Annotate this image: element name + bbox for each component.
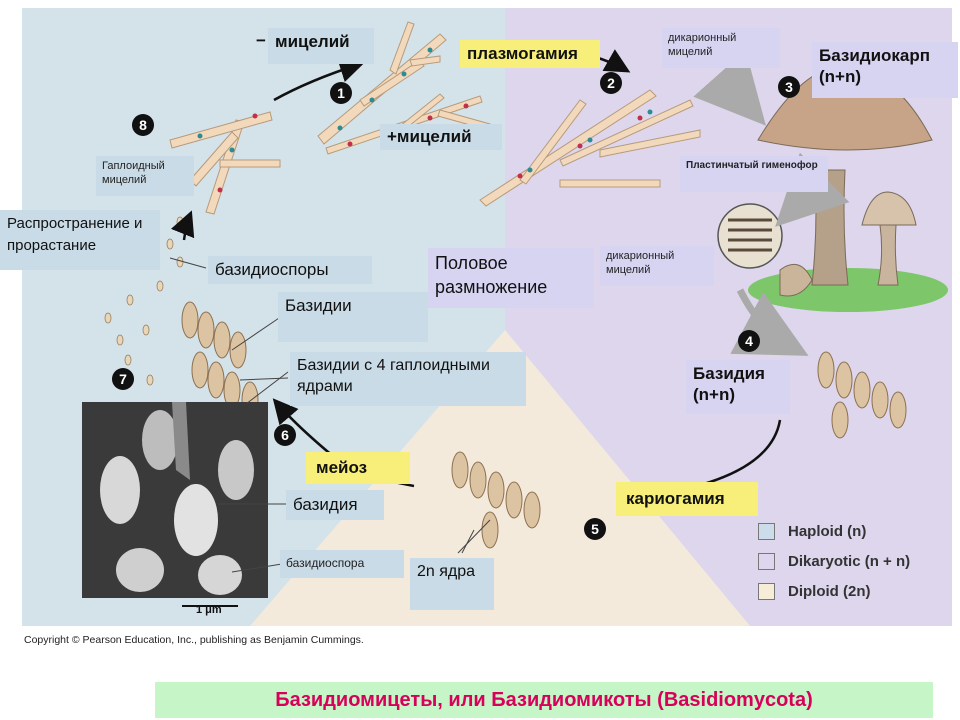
basidia-clusters [181,301,907,549]
minus-sign: − [256,31,266,50]
step-6: 6 [274,424,296,446]
nuclei [197,47,653,193]
plus-mycelium-label: +мицелий [380,124,502,150]
basidiospores-label: базидиоспоры [208,256,372,284]
plasmogamy-label: плазмогамия [460,40,600,68]
step-2: 2 [600,72,622,94]
basidia-label: Базидии [278,292,428,342]
gill-hymenophore-label: Пластинчатый гименофор [680,156,828,192]
haploid-mycelium-drawing [169,111,281,215]
dikaryon-mycelium-top-label: дикарионный мицелий [662,28,780,68]
basidia-4-nuclei-label: Базидии с 4 гаплоидными ядрами [290,352,526,406]
basidiospore-sem-label: базидиоспора [280,550,404,578]
basidiocarp-label: Базидиокарп (n+n) [812,42,958,98]
dikaryon-mycelium-mid-label: дикарионный мицелий [600,246,714,286]
legend-label-diploid: Diploid (2n) [788,583,871,600]
copyright-text: Copyright © Pearson Education, Inc., pub… [24,634,364,646]
meiosis-label: мейоз [306,452,410,484]
sexual-reproduction-label: Половое размножение [428,248,594,308]
scale-bar-label: 1 μm [196,604,222,616]
step-8: 8 [132,114,154,136]
legend-label-haploid: Haploid (n) [788,523,867,540]
step-5: 5 [584,518,606,540]
haploid-mycelium-label: Гаплоидный мицелий [96,156,194,196]
legend-swatch-diploid [758,583,775,600]
basidium-sem-label: базидия [286,490,384,520]
legend-swatch-haploid [758,523,775,540]
nuclei-2n-label: 2n ядра [410,558,494,610]
legend-label-dikaryotic: Dikaryotic (n + n) [788,553,911,570]
title-bar: Базидиомицеты, или Базидиомикоты (Basidi… [155,682,933,718]
karyogamy-label: кариогамия [616,482,758,516]
step-7: 7 [112,368,134,390]
step-4: 4 [738,330,760,352]
sem-micrograph [82,402,268,607]
dikaryon-mycelium-drawing [479,89,701,207]
connector-lines [169,257,491,573]
page-title: Базидиомицеты, или Базидиомикоты (Basidi… [275,688,813,711]
legend-swatch-dikaryotic [758,553,775,570]
dispersal-label: Распространение и прорастание [0,210,160,270]
basidium-nn-label: Базидия (n+n) [686,360,790,414]
step-3: 3 [778,76,800,98]
step-1: 1 [330,82,352,104]
minus-mycelium-label: − мицелий [256,28,374,64]
minus-mycelium-drawing [317,21,447,145]
